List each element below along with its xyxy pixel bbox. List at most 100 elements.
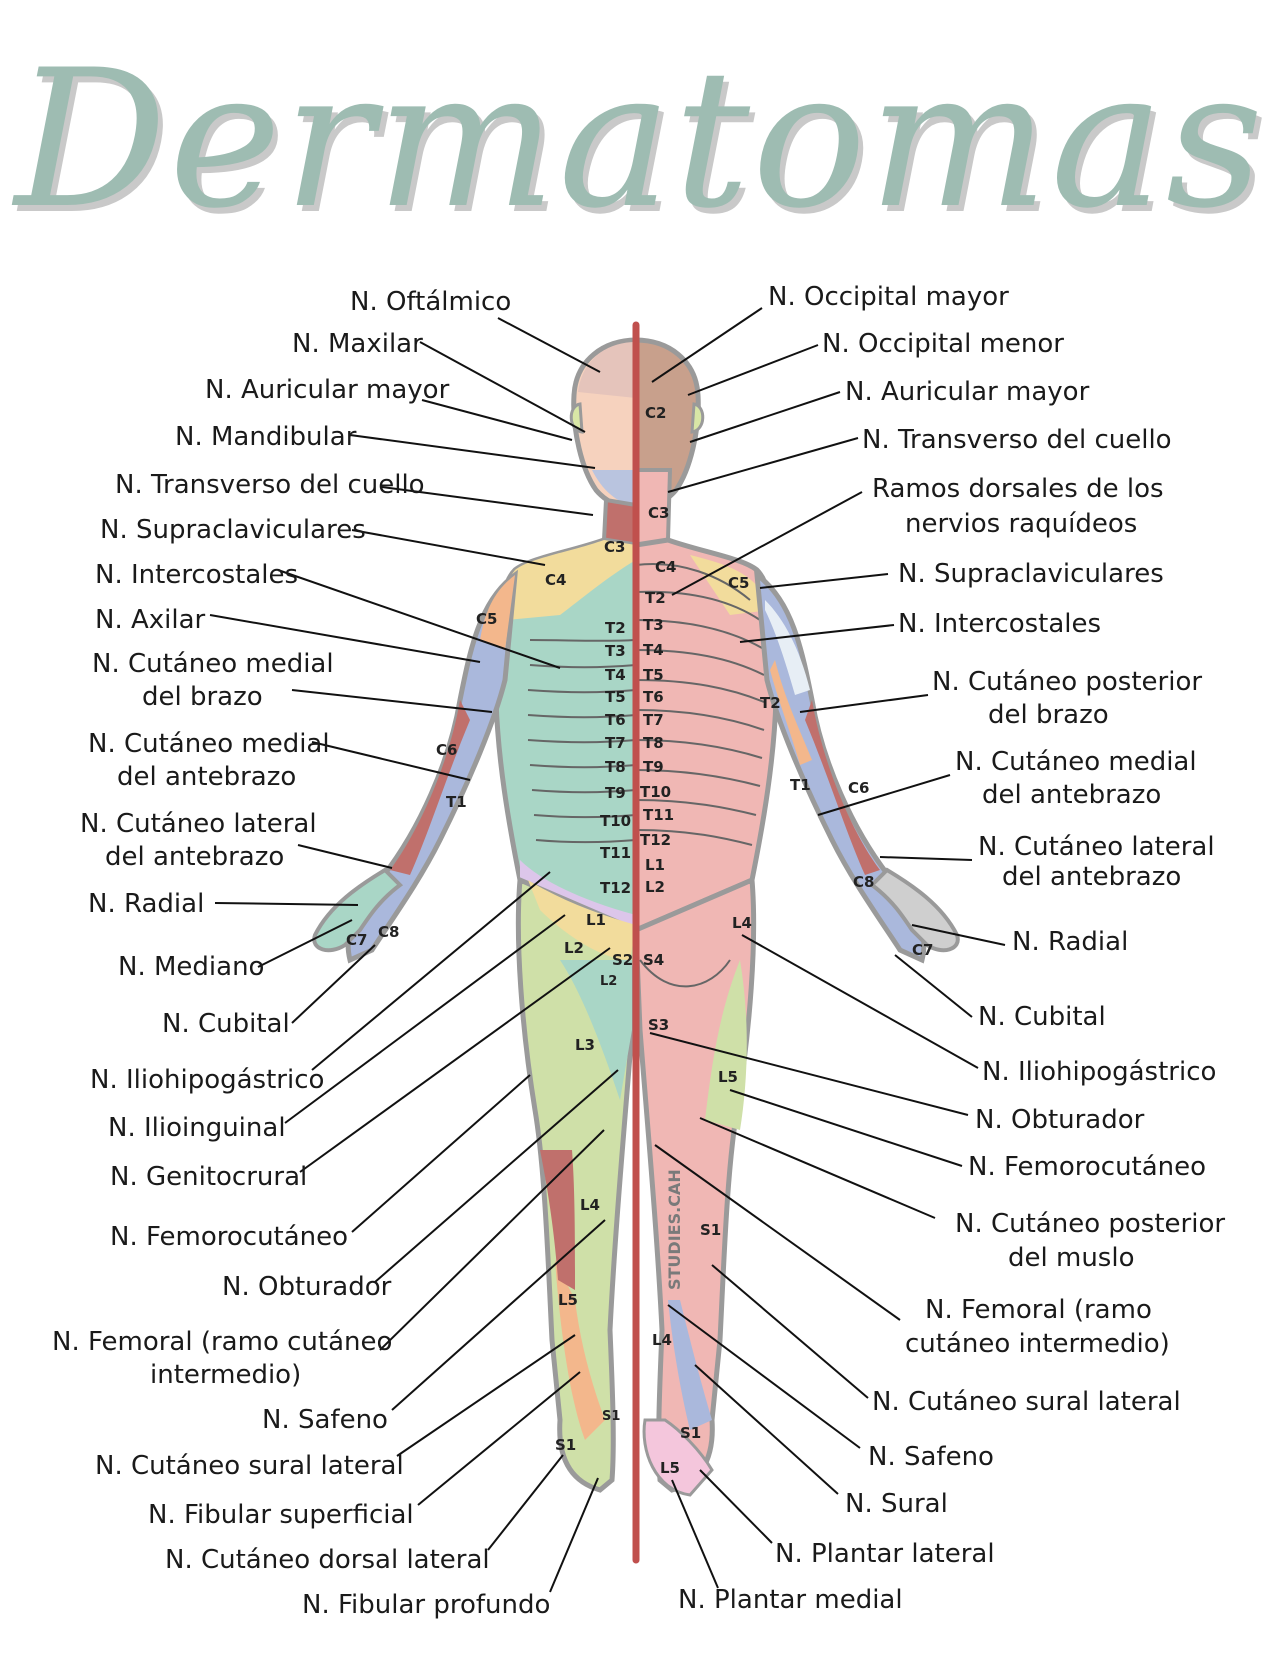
seg-p-t11: T11 [643,806,674,824]
hand-front [312,867,404,953]
foot-back [642,1418,714,1497]
seg-p-c7: C7 [912,941,933,959]
seg-a-t3: T3 [605,642,626,660]
seg-p-t5: T5 [643,666,664,684]
seg-a-l2b: L2 [600,974,617,989]
arm-c5-zone [480,575,515,650]
label-auricular-mayor-r: N. Auricular mayor [845,377,1090,407]
seg-p-l1: L1 [645,856,665,874]
buttock-line [639,959,731,988]
label-sural: N. Sural [845,1489,948,1519]
shoulder-c4 [504,540,636,620]
labels-left: N. Oftálmico N. Maxilar N. Auricular may… [52,287,550,1620]
label-sural-lateral-r: N. Cutáneo sural lateral [872,1387,1181,1417]
seg-p-t2b: T2 [760,694,781,712]
thigh-back-green [705,960,747,1130]
label-cut-lateral-antebrazo-2: del antebrazo [105,842,284,872]
arm-back-c6 [805,700,880,875]
seg-a-c5: C5 [476,610,497,628]
label-femorocutaneo-r: N. Femorocutáneo [968,1152,1206,1182]
label-obturador-r: N. Obturador [975,1105,1145,1135]
label-occipital-mayor: N. Occipital mayor [768,282,1009,312]
label-cut-medial-antebrazo-1: N. Cutáneo medial [88,729,330,759]
label-maxilar: N. Maxilar [292,329,423,359]
label-obturador-l: N. Obturador [222,1272,392,1302]
seg-p-s4: S4 [643,951,664,969]
label-cubital-l: N. Cubital [162,1009,290,1039]
seg-p-t10: T10 [640,783,671,801]
label-cut-posterior-brazo-2: del brazo [988,700,1109,730]
seg-p-t6: T6 [643,688,664,706]
labels-right: N. Occipital mayor N. Occipital menor N.… [678,282,1225,1615]
seg-p-t12: T12 [640,831,671,849]
label-intercostales-l: N. Intercostales [95,560,298,590]
seg-p-c4: C4 [655,558,676,576]
label-ramos-dorsales-1: Ramos dorsales de los [872,474,1164,504]
label-cut-medial-antebrazo-r-2: del antebrazo [982,780,1161,810]
seg-p-s3: S3 [648,1016,669,1034]
label-safeno-r: N. Safeno [868,1442,994,1472]
label-supraclaviculares-r: N. Supraclaviculares [898,559,1164,589]
seg-a-l3: L3 [575,1036,595,1054]
label-fibular-profundo: N. Fibular profundo [302,1590,550,1620]
label-cut-posterior-muslo-2: del muslo [1008,1243,1134,1273]
seg-p-c6: C6 [848,779,869,797]
seg-a-t4: T4 [605,666,626,684]
arm-back-white [765,600,810,695]
groin-l1-zone [528,880,636,960]
seg-a-t11: T11 [600,844,631,862]
seg-p-s1b: S1 [680,1424,701,1442]
label-cut-medial-antebrazo-2: del antebrazo [117,762,296,792]
seg-a-l1: L1 [586,911,606,929]
seg-a-c8: C8 [378,923,399,941]
label-cut-posterior-muslo-1: N. Cutáneo posterior [955,1209,1225,1239]
seg-a-c6: C6 [436,741,457,759]
ear-back [690,402,705,434]
seg-a-t8: T8 [605,758,626,776]
seg-p-c5: C5 [728,574,749,592]
label-auricular-mayor-l: N. Auricular mayor [205,375,450,405]
label-transverso-l: N. Transverso del cuello [115,470,425,500]
calf-back-blue [668,1300,712,1430]
back-lines [635,563,765,846]
seg-a-t5: T5 [605,688,626,706]
label-femoral-r-2: cutáneo intermedio) [905,1329,1170,1359]
intercostal-lines-front [527,639,637,844]
label-iliohipogastrico-r: N. Iliohipogástrico [982,1057,1216,1087]
label-iliohipogastrico-l: N. Iliohipogástrico [90,1065,324,1095]
segments-posterior: C2 C3 C4 T2 C5 T3 T4 T5 T6 T7 T8 T9 T10 … [640,404,933,1477]
seg-p-t7: T7 [643,711,664,729]
seg-p-t4: T4 [643,641,664,659]
seg-a-c3: C3 [604,538,625,556]
label-safeno-l: N. Safeno [262,1405,388,1435]
seg-a-t7: T7 [605,734,626,752]
seg-a-t2: T2 [605,619,626,637]
label-mediano: N. Mediano [118,952,264,982]
watermark: STUDIES.CAH [665,1169,684,1290]
seg-a-t6: T6 [605,711,626,729]
forehead-zone [578,342,636,398]
label-occipital-menor: N. Occipital menor [822,329,1064,359]
seg-a-t1: T1 [446,793,467,811]
seg-p-t1: T1 [790,776,811,794]
label-cut-medial-brazo-1: N. Cutáneo medial [92,649,334,679]
segments-anterior: C3 C4 C5 C6 T1 C7 C8 T2 T3 T4 T5 T6 T7 T… [346,538,633,1454]
label-plantar-medial: N. Plantar medial [678,1585,903,1615]
seg-p-l4a: L4 [732,914,752,932]
label-fibular-superficial: N. Fibular superficial [148,1500,414,1530]
shin-l5-zone [555,1260,605,1440]
seg-p-c8: C8 [853,873,874,891]
seg-p-c2: C2 [645,404,666,422]
arm-c6-zone [390,700,470,875]
label-axilar: N. Axilar [95,605,206,635]
seg-a-t12: T12 [600,879,631,897]
thigh-l3-zone [560,960,632,1100]
diagram-title: Dermatomas [14,29,1266,250]
label-cut-lateral-antebrazo-r-1: N. Cutáneo lateral [978,832,1215,862]
seg-p-l4b: L4 [652,1331,672,1349]
label-intercostales-r: N. Intercostales [898,609,1101,639]
seg-a-s1a: S1 [602,1409,620,1424]
seg-a-s1b: S1 [555,1436,576,1454]
posterior-body [633,337,960,1497]
seg-p-s1a: S1 [700,1221,721,1239]
